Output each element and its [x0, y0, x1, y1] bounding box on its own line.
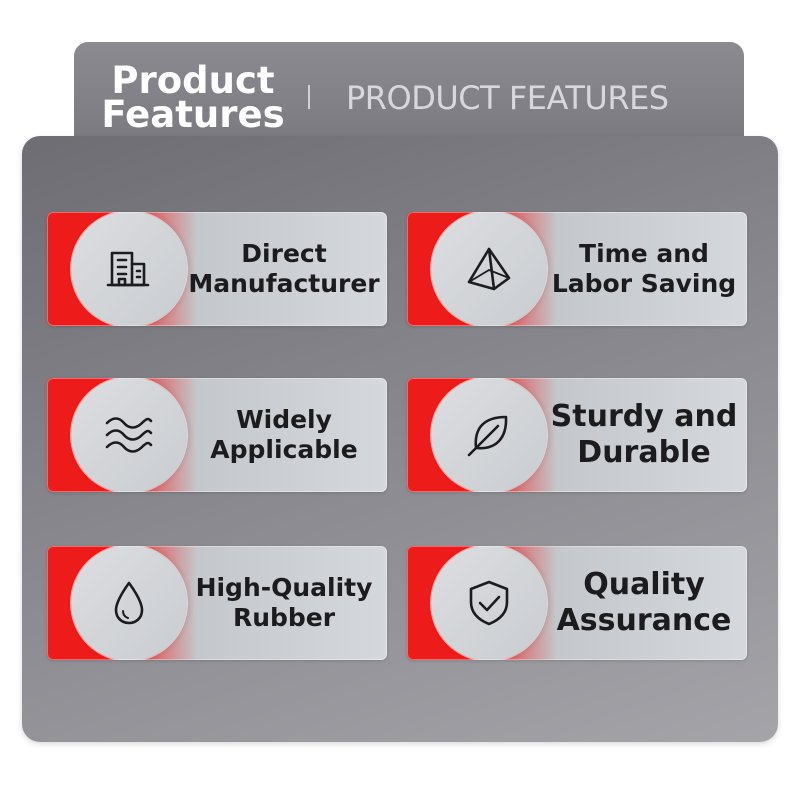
feature-label-line2: Applicable: [210, 435, 358, 464]
feature-card-time-labor-saving: Time and Labor Saving: [407, 212, 747, 326]
water-drop-icon: [114, 581, 144, 625]
building-icon: [106, 251, 150, 287]
feature-label-line2: Durable: [577, 435, 711, 470]
pyramid-icon: [467, 247, 511, 291]
feature-label-line2: Assurance: [556, 603, 732, 638]
feature-card-quality-assurance: Quality Assurance: [407, 546, 747, 660]
feature-label-line1: Widely: [236, 405, 332, 434]
feature-label: Direct Manufacturer: [185, 212, 383, 326]
icon-badge: [71, 212, 187, 326]
shield-check-icon: [469, 580, 509, 626]
feature-label-line1: High-Quality: [195, 573, 373, 602]
feature-label-line1: Time and: [579, 239, 709, 268]
feature-label: Time and Labor Saving: [545, 212, 743, 326]
feature-card-high-quality-rubber: High-Quality Rubber: [47, 546, 387, 660]
icon-badge: [431, 546, 547, 660]
icon-badge: [71, 378, 187, 492]
header-subtitle: PRODUCT FEATURES: [346, 79, 669, 117]
feature-label-line1: Sturdy and: [550, 399, 738, 434]
feature-label: High-Quality Rubber: [185, 546, 383, 660]
leaf-icon: [467, 415, 508, 457]
icon-badge: [431, 212, 547, 326]
feature-label-line1: Direct: [241, 239, 327, 268]
icon-badge: [431, 378, 547, 492]
feature-card-widely-applicable: Widely Applicable: [47, 378, 387, 492]
header-title-line2: Features: [101, 93, 285, 136]
feature-card-direct-manufacturer: Direct Manufacturer: [47, 212, 387, 326]
feature-label-line2: Manufacturer: [188, 269, 380, 298]
feature-label-line2: Rubber: [232, 603, 336, 632]
header-divider: [308, 85, 310, 109]
icon-badge: [71, 546, 187, 660]
feature-label: Sturdy and Durable: [545, 378, 743, 492]
feature-card-sturdy-durable: Sturdy and Durable: [407, 378, 747, 492]
feature-label: Quality Assurance: [545, 546, 743, 660]
header-tab: Product Features PRODUCT FEATURES: [74, 42, 744, 144]
waves-icon: [105, 417, 153, 453]
header-title: Product Features: [98, 59, 288, 136]
feature-label-line1: Quality: [583, 567, 705, 602]
feature-label: Widely Applicable: [185, 378, 383, 492]
header-title-line1: Product: [111, 59, 275, 102]
feature-label-line2: Labor Saving: [551, 269, 737, 298]
